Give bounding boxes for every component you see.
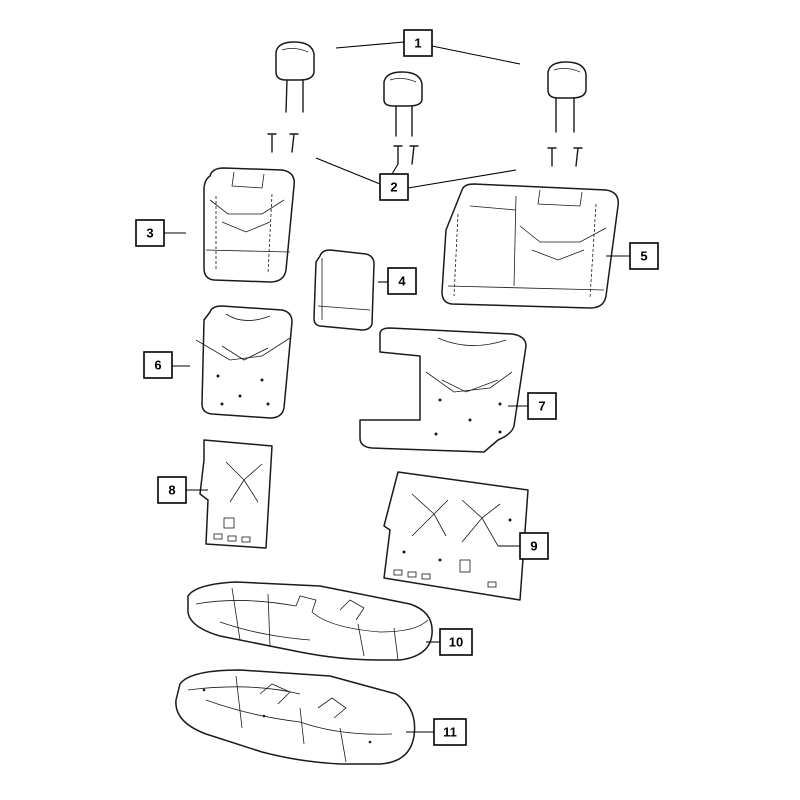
svg-text:8: 8	[168, 483, 175, 498]
seatback-pad-right[interactable]	[359, 327, 527, 453]
headrest-guides-center[interactable]	[393, 145, 419, 165]
back-panel-left[interactable]	[199, 439, 273, 549]
leader-lines	[164, 41, 630, 733]
seat-cushion-pad[interactable]	[175, 669, 416, 765]
headrest-guides-left[interactable]	[267, 133, 299, 153]
seatback-cover-left[interactable]	[203, 167, 295, 283]
callout-10[interactable]: 10	[439, 628, 473, 656]
headrest-left[interactable]	[275, 41, 315, 113]
seat-cushion-cover[interactable]	[187, 581, 433, 661]
callout-5[interactable]: 5	[629, 242, 659, 270]
svg-text:7: 7	[538, 399, 545, 414]
seatback-pad-left[interactable]	[195, 305, 293, 419]
callout-6[interactable]: 6	[143, 351, 173, 379]
callout-7[interactable]: 7	[527, 392, 557, 420]
svg-text:4: 4	[398, 274, 406, 289]
callout-2[interactable]: 2	[379, 173, 409, 201]
svg-text:6: 6	[154, 358, 161, 373]
seatback-cover-right[interactable]	[441, 183, 619, 309]
callout-8[interactable]: 8	[157, 476, 187, 504]
armrest[interactable]	[313, 249, 375, 331]
svg-text:11: 11	[443, 725, 457, 740]
back-panel-right[interactable]	[383, 471, 529, 601]
svg-text:10: 10	[449, 635, 463, 650]
callout-11[interactable]: 11	[433, 718, 467, 746]
headrest-center[interactable]	[383, 71, 423, 137]
headrest-guides-right[interactable]	[547, 147, 583, 167]
svg-text:3: 3	[146, 226, 153, 241]
svg-text:5: 5	[640, 249, 647, 264]
svg-text:1: 1	[414, 36, 421, 51]
callout-1[interactable]: 1	[403, 29, 433, 57]
svg-text:2: 2	[390, 180, 397, 195]
callout-3[interactable]: 3	[135, 219, 165, 247]
callout-4[interactable]: 4	[387, 267, 417, 295]
callout-9[interactable]: 9	[519, 532, 549, 560]
headrest-right[interactable]	[547, 61, 587, 133]
svg-text:9: 9	[530, 539, 537, 554]
